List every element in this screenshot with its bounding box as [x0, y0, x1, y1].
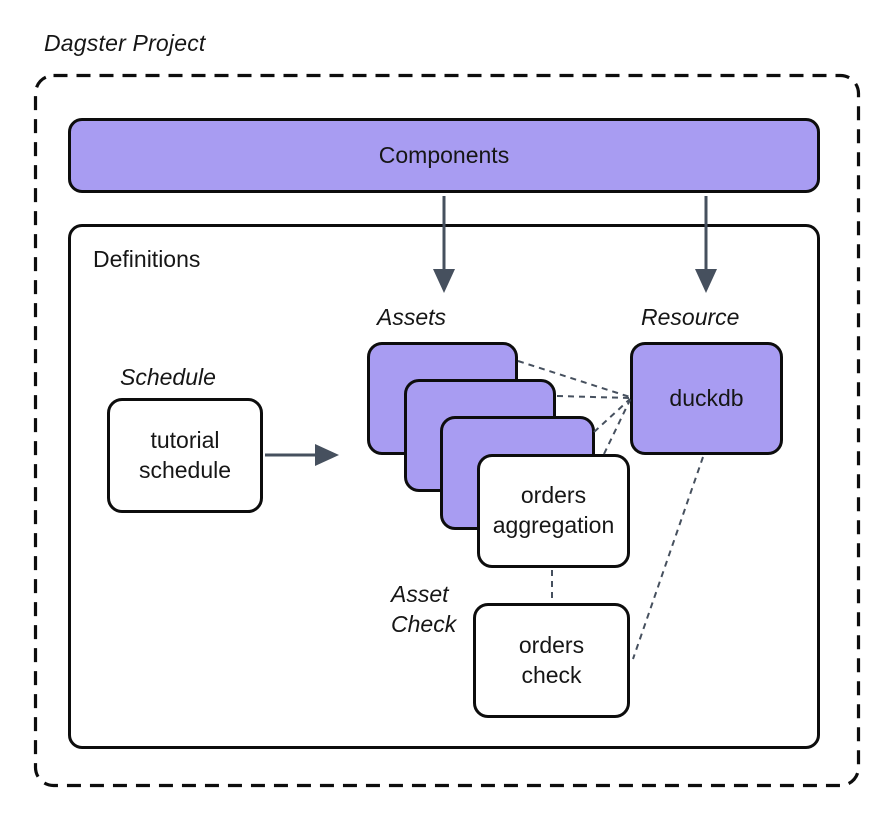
diagram-title: Dagster Project: [44, 30, 206, 56]
asset-check-heading: Asset Check: [391, 581, 457, 638]
schedule-heading: Schedule: [120, 364, 216, 390]
duckdb-resource-node: duckdb: [630, 342, 783, 455]
assets-heading: Assets: [377, 304, 447, 330]
orders-check-node: orders check: [473, 603, 630, 718]
tutorial-schedule-node: tutorial schedule: [107, 398, 263, 513]
resource-heading: Resource: [641, 304, 740, 330]
orders-aggregation-node: orders aggregation: [477, 454, 630, 568]
definitions-label: Definitions: [93, 246, 201, 272]
components-bar: Components: [68, 118, 820, 193]
